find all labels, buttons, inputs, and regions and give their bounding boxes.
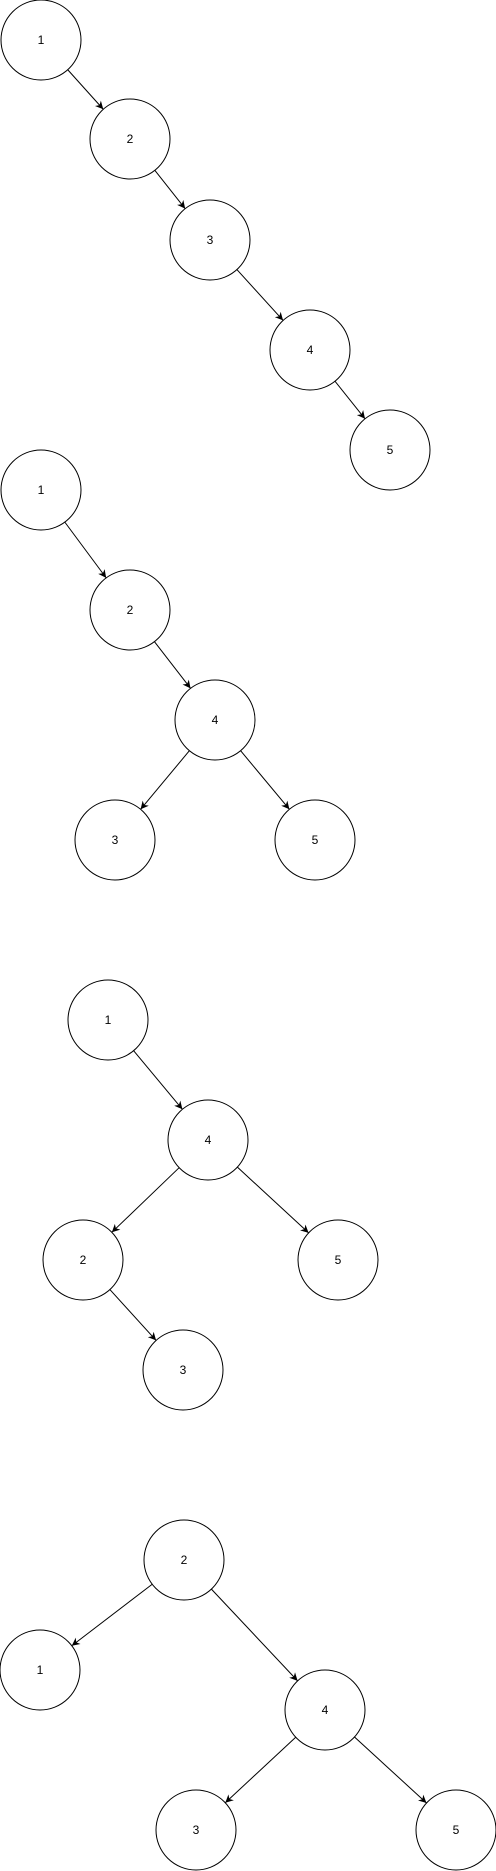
node-label: 2 bbox=[127, 603, 134, 617]
tree-node: 5 bbox=[297, 1219, 379, 1301]
node-circle bbox=[415, 1789, 496, 1871]
edge-arrow bbox=[236, 269, 284, 321]
node-circle bbox=[169, 199, 251, 281]
node-label: 5 bbox=[335, 1253, 342, 1267]
node-circle bbox=[349, 409, 431, 491]
node-label: 1 bbox=[105, 1013, 112, 1027]
node-label: 1 bbox=[37, 1663, 44, 1677]
tree-node: 3 bbox=[155, 1789, 237, 1871]
edge-arrow bbox=[64, 521, 107, 579]
tree-node: 4 bbox=[284, 1669, 366, 1751]
tree-node: 2 bbox=[89, 569, 171, 651]
edge-arrow bbox=[71, 1583, 153, 1647]
node-label: 3 bbox=[112, 833, 119, 847]
edge-arrow bbox=[354, 1736, 427, 1804]
tree-node: 5 bbox=[415, 1789, 496, 1871]
tree-node: 5 bbox=[274, 799, 356, 881]
node-circle bbox=[89, 569, 171, 651]
node-label: 5 bbox=[387, 443, 394, 457]
edge-arrow bbox=[67, 69, 104, 110]
tree-node: 2 bbox=[143, 1519, 225, 1601]
tree-node: 4 bbox=[167, 1099, 249, 1181]
node-circle bbox=[89, 98, 171, 180]
node-circle bbox=[174, 679, 256, 761]
node-circle bbox=[269, 309, 351, 391]
tree-diagram-3: 1 4 2 5 3 bbox=[42, 979, 379, 1411]
node-circle bbox=[143, 1519, 225, 1601]
node-label: 3 bbox=[207, 233, 214, 247]
edge-arrow bbox=[237, 1166, 309, 1234]
tree-node: 5 bbox=[349, 409, 431, 491]
node-circle bbox=[74, 799, 156, 881]
node-circle bbox=[274, 799, 356, 881]
tree-node: 4 bbox=[269, 309, 351, 391]
tree-node: 2 bbox=[42, 1219, 124, 1301]
tree-node: 1 bbox=[0, 449, 82, 531]
edge-arrow bbox=[140, 750, 190, 810]
edge-arrow bbox=[111, 1167, 180, 1233]
node-label: 3 bbox=[193, 1823, 200, 1837]
tree-node: 3 bbox=[74, 799, 156, 881]
node-label: 1 bbox=[38, 33, 45, 47]
edge-arrow bbox=[133, 1050, 183, 1110]
node-label: 1 bbox=[38, 483, 45, 497]
edges-layer bbox=[64, 69, 427, 1804]
node-circle bbox=[297, 1219, 379, 1301]
edge-arrow bbox=[109, 1289, 157, 1341]
node-label: 3 bbox=[180, 1363, 187, 1377]
node-circle bbox=[155, 1789, 237, 1871]
edge-arrow bbox=[154, 170, 186, 209]
node-circle bbox=[142, 1329, 224, 1411]
edge-arrow bbox=[211, 1588, 298, 1682]
tree-node: 2 bbox=[89, 98, 171, 180]
tree-node: 1 bbox=[0, 1629, 81, 1711]
tree-node: 1 bbox=[0, 0, 82, 81]
tree-node: 1 bbox=[67, 979, 149, 1061]
node-circle bbox=[0, 1629, 81, 1711]
tree-node: 4 bbox=[174, 679, 256, 761]
node-label: 4 bbox=[307, 343, 314, 357]
node-circle bbox=[284, 1669, 366, 1751]
node-label: 4 bbox=[322, 1703, 329, 1717]
node-label: 2 bbox=[181, 1553, 188, 1567]
tree-node: 3 bbox=[142, 1329, 224, 1411]
node-label: 5 bbox=[453, 1823, 460, 1837]
node-label: 2 bbox=[80, 1253, 87, 1267]
tree-diagram-2: 1 2 4 3 5 bbox=[0, 449, 356, 881]
node-label: 5 bbox=[312, 833, 319, 847]
tree-node: 3 bbox=[169, 199, 251, 281]
edge-arrow bbox=[334, 380, 366, 420]
node-label: 2 bbox=[127, 132, 134, 146]
node-label: 4 bbox=[205, 1133, 212, 1147]
node-circle bbox=[67, 979, 149, 1061]
node-label: 4 bbox=[212, 713, 219, 727]
node-circle bbox=[42, 1219, 124, 1301]
node-circle bbox=[0, 449, 82, 531]
node-circle bbox=[167, 1099, 249, 1181]
tree-diagram-4: 2 1 4 3 5 bbox=[0, 1519, 496, 1871]
edge-arrow bbox=[154, 641, 191, 689]
node-circle bbox=[0, 0, 82, 81]
tree-diagram-1: 1 2 3 4 5 bbox=[0, 0, 431, 491]
edge-arrow bbox=[224, 1736, 297, 1804]
edge-arrow bbox=[240, 750, 290, 810]
